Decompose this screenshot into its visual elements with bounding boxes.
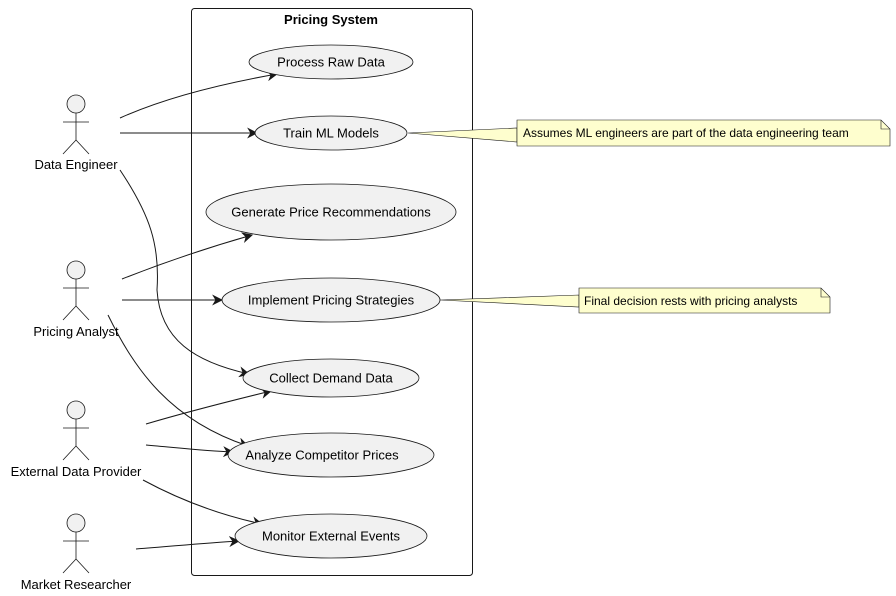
actor-head-icon — [66, 513, 86, 533]
use-case-train-ml-models: Train ML Models — [254, 115, 408, 151]
edge-external-data-provider-collect-demand-data — [145, 388, 273, 425]
actor-label: Pricing Analyst — [33, 324, 119, 339]
note-ml-engineers: Assumes ML engineers are part of the dat… — [516, 119, 891, 147]
edge-pricing-analyst-analyze-competitor-prices — [107, 314, 250, 449]
edge-external-data-provider-monitor-external-events — [142, 479, 264, 528]
system-boundary: Pricing System — [191, 8, 473, 576]
edge-external-data-provider-analyze-competitor-prices — [145, 444, 235, 458]
actor-external-data-provider: External Data Provider — [11, 400, 142, 479]
actor-head-icon — [66, 94, 86, 114]
actor-head-icon — [66, 260, 86, 280]
edge-market-researcher-monitor-external-events — [135, 536, 241, 550]
actor-label: Data Engineer — [34, 157, 118, 172]
associations — [107, 70, 279, 550]
use-case-label: Analyze Competitor Prices — [245, 448, 399, 463]
actor-data-engineer: Data Engineer — [34, 94, 118, 172]
use-case-label: Collect Demand Data — [269, 371, 393, 386]
actor-label: Market Researcher — [21, 577, 132, 592]
use-case-label: Process Raw Data — [277, 55, 385, 70]
use-case-label: Monitor External Events — [262, 529, 401, 544]
use-case-analyze-competitor-prices: Analyze Competitor Prices — [227, 432, 435, 478]
use-case-process-raw-data: Process Raw Data — [248, 44, 414, 80]
use-case-monitor-external-events: Monitor External Events — [234, 513, 428, 559]
edge-data-engineer-process-raw-data — [119, 70, 279, 119]
use-case-label: Train ML Models — [283, 126, 379, 141]
note-pricing-analysts: Final decision rests with pricing analys… — [578, 287, 831, 314]
use-case-label: Implement Pricing Strategies — [248, 293, 415, 308]
edge-pricing-analyst-generate-price-recommendations — [121, 232, 254, 280]
use-case-collect-demand-data: Collect Demand Data — [242, 358, 420, 398]
use-case-label: Generate Price Recommendations — [231, 205, 431, 220]
actor-head-icon — [66, 400, 86, 420]
actor-label: External Data Provider — [11, 464, 142, 479]
system-title: Pricing System — [284, 12, 378, 27]
edge-data-engineer-collect-demand-data — [119, 169, 251, 378]
use-case-generate-price-recommendations: Generate Price Recommendations — [205, 183, 457, 241]
note-connector-ml — [407, 127, 518, 143]
note-text: Final decision rests with pricing analys… — [584, 294, 797, 308]
actor-market-researcher: Market Researcher — [21, 513, 132, 592]
note-connector-pricing — [439, 294, 580, 308]
actor-pricing-analyst: Pricing Analyst — [33, 260, 119, 339]
use-case-implement-pricing-strategies: Implement Pricing Strategies — [221, 277, 441, 323]
note-text: Assumes ML engineers are part of the dat… — [523, 126, 849, 140]
